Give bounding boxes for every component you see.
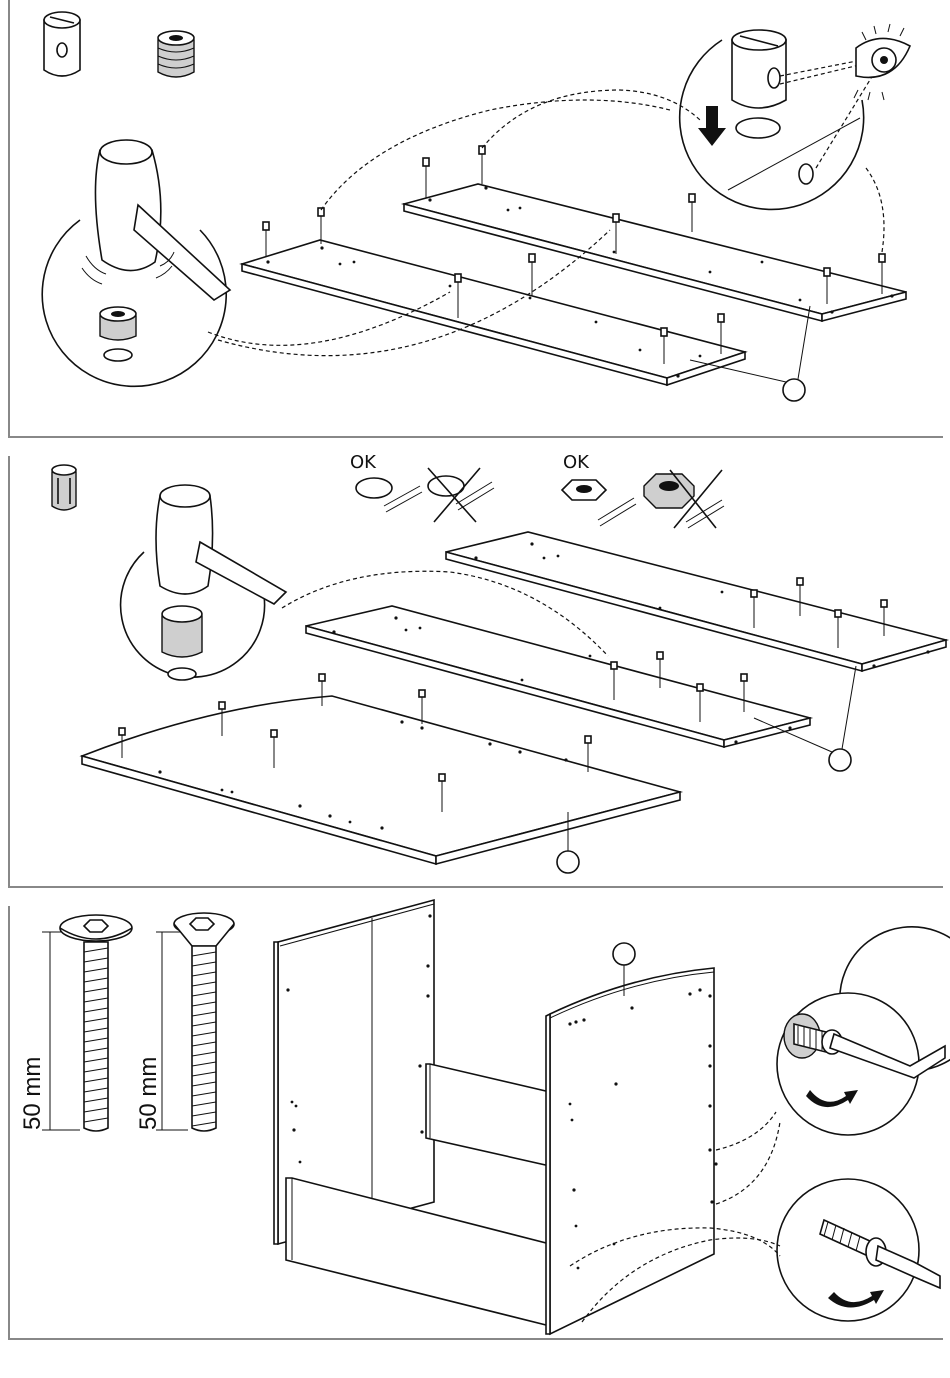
correct-nut-indicator xyxy=(562,480,636,526)
large-panel xyxy=(82,696,680,864)
threaded-insert-icon xyxy=(52,465,76,510)
correct-flush-indicator xyxy=(356,478,422,512)
upper-rail xyxy=(426,1064,550,1166)
bolt-length-label-2: 50 mm xyxy=(135,1057,162,1130)
incorrect-nut-indicator xyxy=(644,470,724,528)
step-1-panel xyxy=(8,0,943,438)
allen-key-detail-bottom xyxy=(777,1179,940,1321)
cross-dowel-detail-circle xyxy=(680,30,876,209)
countersunk-bolt-icon xyxy=(156,913,234,1131)
step-2-illustration: OK OK xyxy=(10,456,945,888)
hammer-detail-circle-2 xyxy=(121,485,286,680)
step-3-illustration: 50 mm 50 mm xyxy=(10,906,945,1340)
hammer-detail-circle xyxy=(42,140,230,386)
step-3-panel: 50 mm 50 mm xyxy=(8,906,943,1340)
round-head-bolt-icon xyxy=(42,915,132,1131)
eye-icon xyxy=(854,24,910,100)
plastic-insert-icon xyxy=(158,31,194,77)
ok-label-2: OK xyxy=(563,452,590,473)
ok-label-1: OK xyxy=(350,452,377,473)
step-2-panel: OK OK xyxy=(8,456,943,888)
bolt-length-label-1: 50 mm xyxy=(19,1057,46,1130)
cross-dowel-icon xyxy=(44,12,80,76)
right-side-panel xyxy=(546,968,714,1334)
allen-key-detail-top xyxy=(777,927,950,1135)
incorrect-flush-indicator xyxy=(428,468,494,522)
step-1-illustration xyxy=(10,0,945,438)
